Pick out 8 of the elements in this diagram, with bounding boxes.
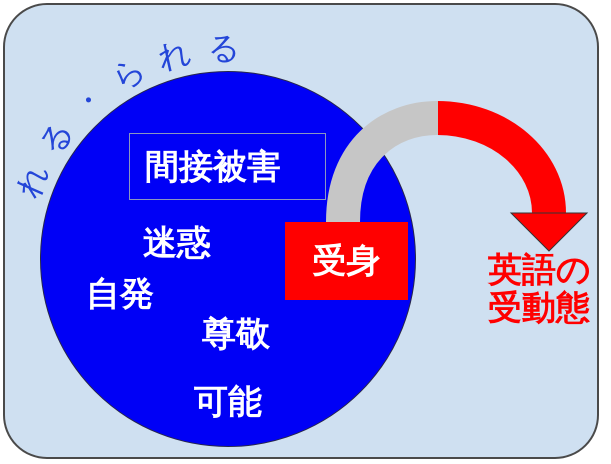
word-label: 迷惑	[143, 224, 211, 262]
word-label: 尊敬	[202, 315, 270, 353]
highlight-box: 受身	[285, 222, 408, 300]
curved-arrow	[326, 101, 588, 252]
target-label: 英語の受動態	[488, 251, 600, 327]
outlined-box: 間接被害	[129, 133, 326, 200]
word-label: 自発	[86, 275, 154, 313]
word-label: 可能	[194, 383, 262, 421]
